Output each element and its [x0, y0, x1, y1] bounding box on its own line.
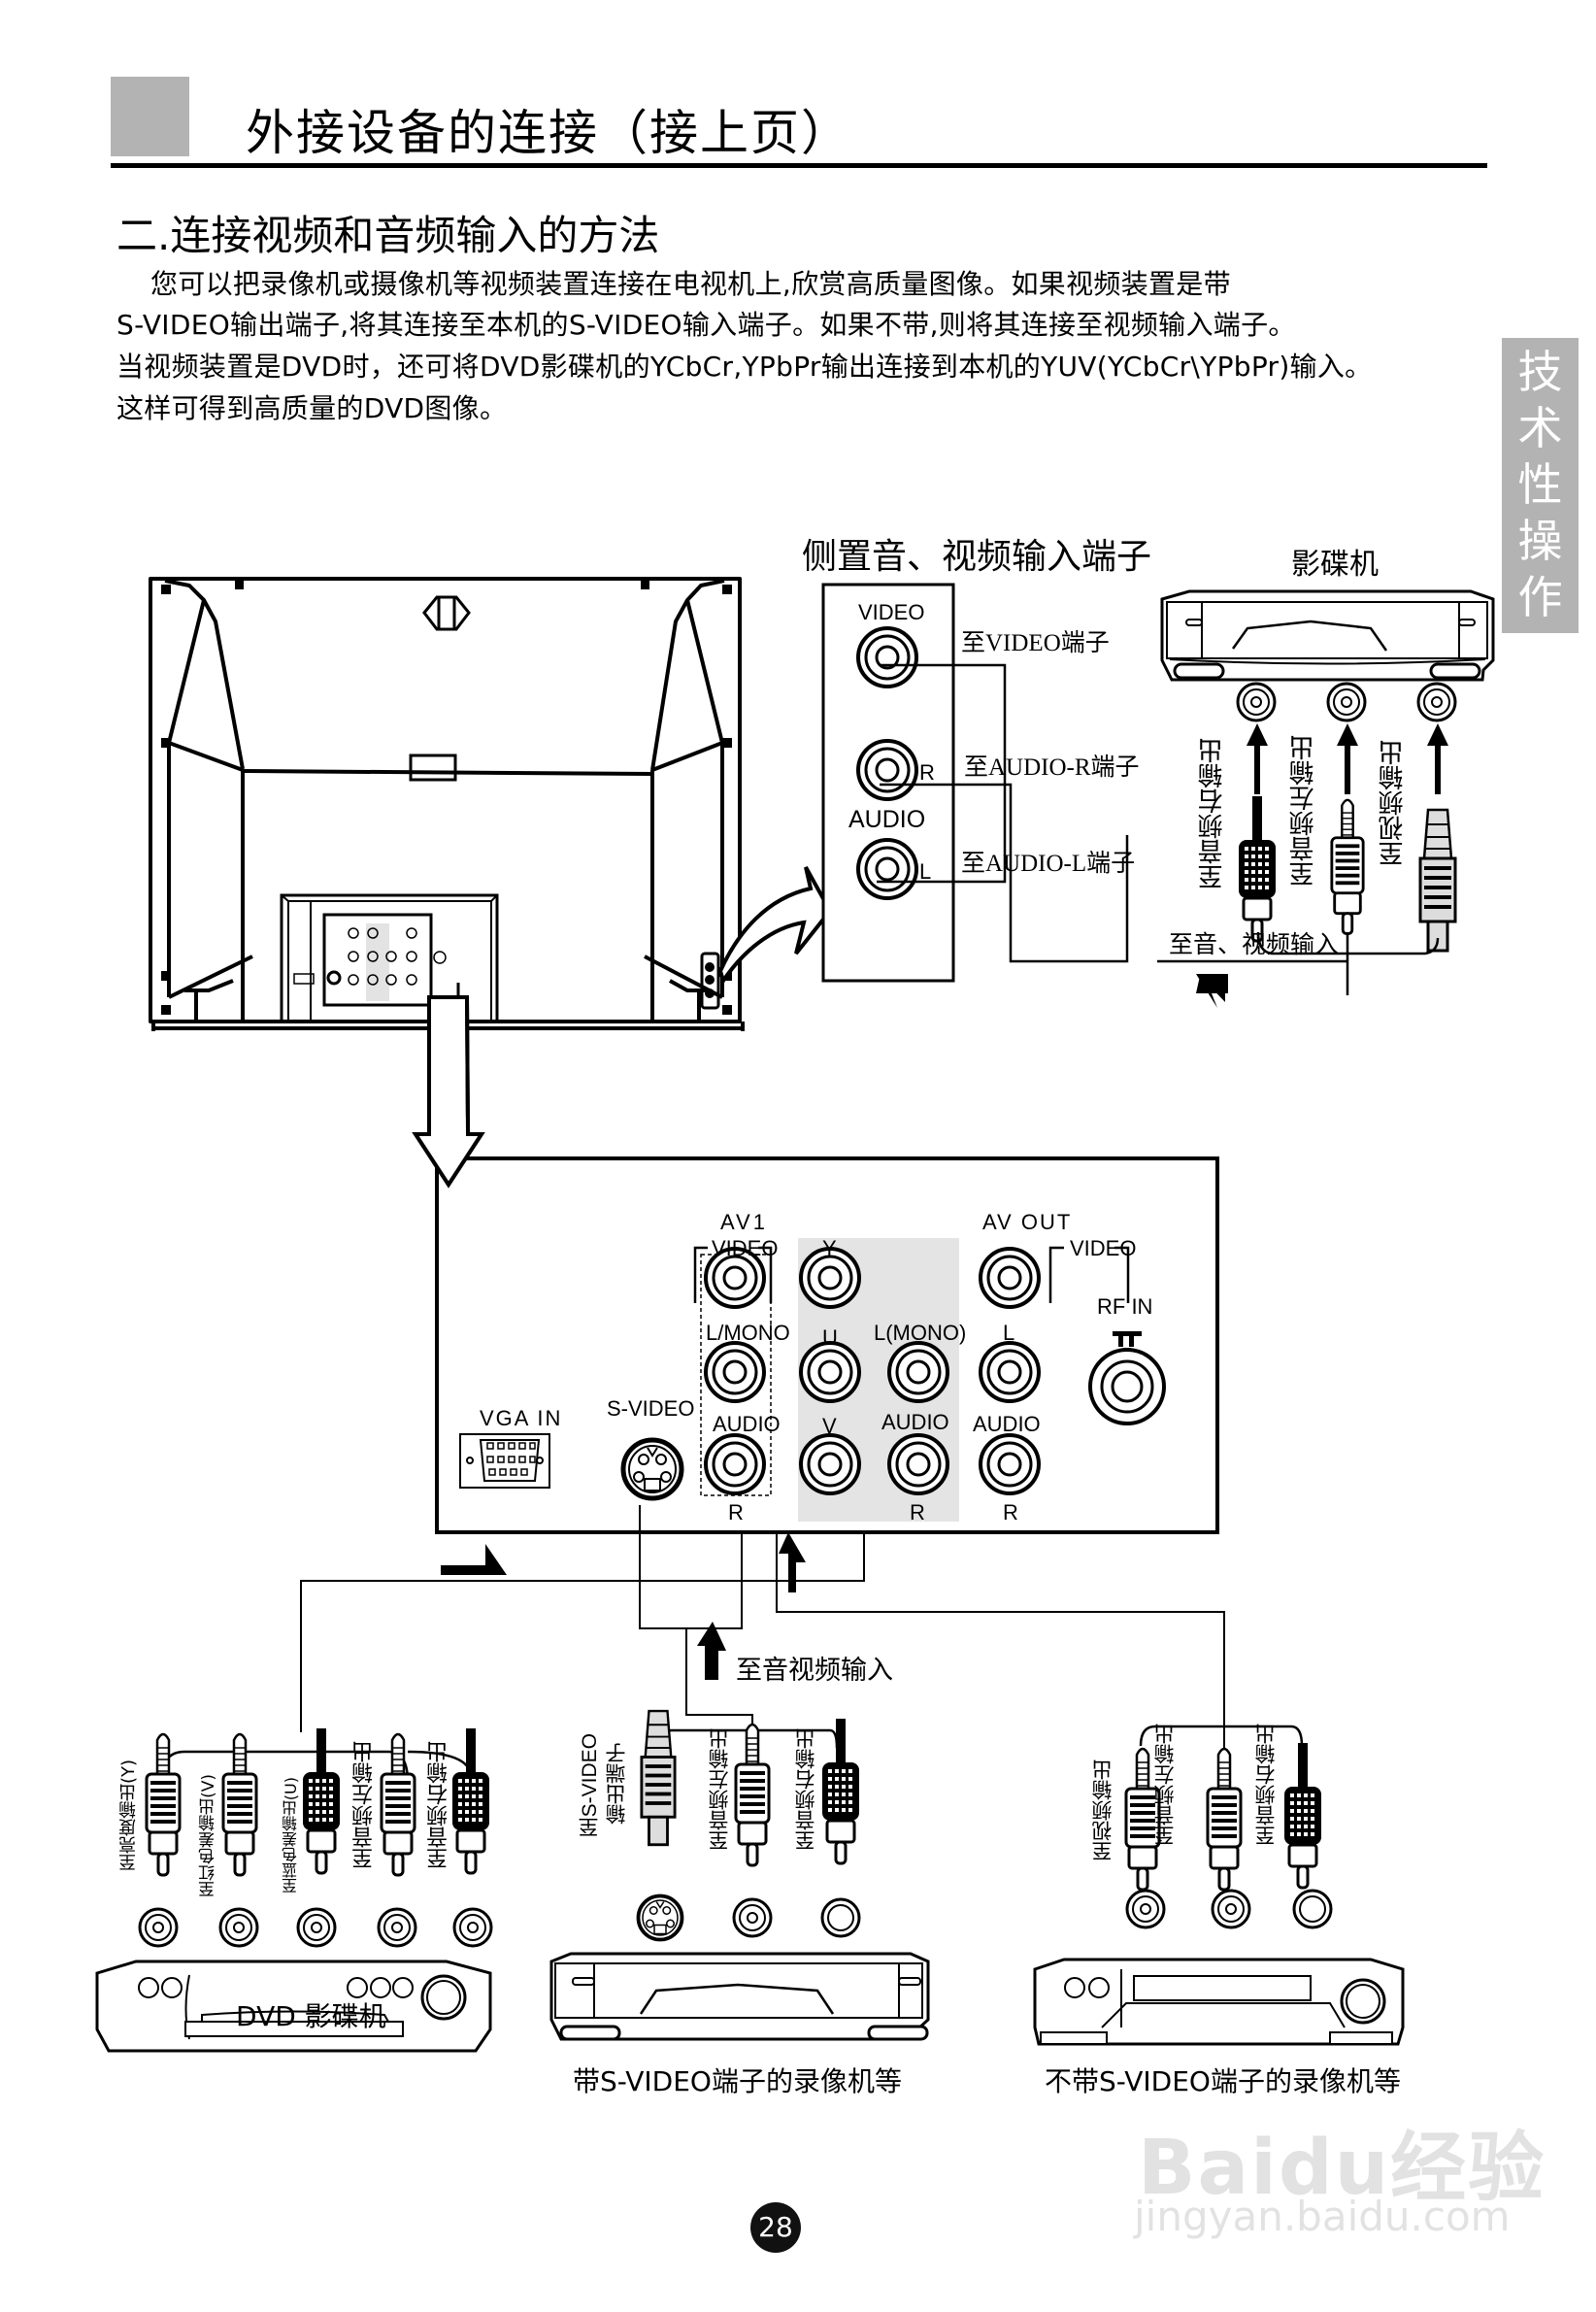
av-out-label: AV OUT	[982, 1210, 1073, 1234]
svideo-vcr	[549, 1952, 930, 2041]
av1-label: AV1	[720, 1210, 768, 1234]
dvd-player	[95, 1960, 492, 2053]
svideo-vcr-plugs	[640, 1709, 861, 1867]
dvd-plug-label-u: 至蓝色差输出(U)	[282, 1777, 300, 1894]
rf-in-label: RF IN	[1097, 1294, 1153, 1319]
paragraph-line-4: 这样可得到高质量的DVD图像。	[116, 392, 508, 424]
to-audio-r-terminal-label: 至AUDIO-R端子	[964, 754, 1140, 781]
paragraph-line-3: 当视频装置是DVD时，还可将DVD影碟机的YCbCr,YPbPr输出连接到本机的…	[116, 351, 1373, 383]
side-tab-char: 术	[1517, 402, 1563, 454]
av1-audio-label: AUDIO	[713, 1412, 781, 1436]
av-out-audio-label: AUDIO	[973, 1412, 1041, 1436]
rear-panel-box	[435, 1156, 1219, 1534]
tv-corner-screws	[161, 580, 732, 1015]
s-video-jack	[623, 1440, 682, 1498]
side-tab-char: 作	[1517, 571, 1563, 623]
side-input-title: 侧置音、视频输入端子	[802, 537, 1152, 577]
side-tab-char: 技	[1517, 346, 1563, 398]
side-audio-label: AUDIO	[848, 806, 926, 833]
av1-r-label: R	[728, 1500, 744, 1525]
dvd-plug-label-audio-left: 至音频左输出	[352, 1741, 377, 1869]
header-square	[111, 77, 189, 156]
svideo-plug-label-line1: 至S-VIDEO	[579, 1733, 601, 1838]
side-l-label: L	[919, 859, 932, 884]
side-r-label: R	[919, 760, 935, 785]
dvd-plug-label-audio-right: 至音频右输出	[427, 1741, 451, 1869]
s-video-label: S-VIDEO	[607, 1396, 695, 1421]
v-label: V	[822, 1414, 837, 1438]
plug-label-audio-left: 至音频左输出	[1289, 735, 1318, 887]
direction-arrows	[441, 1532, 806, 1680]
header-rule	[111, 163, 1487, 168]
plain-vcr-label: 不带S-VIDEO端子的录像机等	[1045, 2065, 1401, 2097]
dvd-plug-label-v: 至红色差输出(V)	[199, 1774, 218, 1897]
up-arrows-top	[1247, 723, 1448, 794]
paragraph-line-2: S-VIDEO输出端子,将其连接至本机的S-VIDEO输入端子。如果不带,则将其…	[116, 309, 1296, 341]
plug-label-audio-right: 至音频右输出	[1198, 738, 1227, 889]
av1-video-label: VIDEO	[712, 1236, 779, 1260]
to-video-terminal-label: 至VIDEO端子	[961, 630, 1110, 656]
plain-vcr-plug-label-video: 至视频输出	[1091, 1759, 1114, 1861]
to-av-input-label: 至音、视频输入	[1169, 930, 1340, 958]
tv-side-ports	[705, 962, 715, 998]
to-av-input-middle-label: 至音视频输入	[736, 1656, 893, 1686]
yuv-r-label: R	[910, 1500, 925, 1525]
side-input-connection-lines	[877, 663, 1129, 963]
plain-vcr	[1033, 1958, 1405, 2046]
plain-vcr-plug-label-audio-left: 至音频左输出	[1153, 1724, 1177, 1846]
l-mono-2-label: L(MONO)	[874, 1321, 967, 1345]
tv-mini-rear-panel	[293, 923, 447, 1001]
top-disc-player	[1160, 589, 1495, 682]
plug-audio-right-top	[1237, 794, 1278, 943]
vga-in-label: VGA IN	[480, 1406, 563, 1430]
plain-vcr-output-jacks	[1125, 1889, 1333, 1929]
yuv-audio-label: AUDIO	[881, 1410, 949, 1434]
dvd-plug-label-y: 至亮度输出(Y)	[118, 1759, 139, 1872]
rf-in-jack	[1088, 1331, 1166, 1425]
svideo-plug-label-line2: 输出端子	[605, 1743, 628, 1825]
side-video-label: VIDEO	[858, 600, 925, 624]
svideo-vcr-label: 带S-VIDEO端子的录像机等	[573, 2065, 902, 2097]
u-label: U	[822, 1325, 838, 1350]
disc-player-label: 影碟机	[1291, 548, 1379, 582]
l-mono-label: L/MONO	[706, 1321, 790, 1345]
side-tab-technical-operation[interactable]: 技 术 性 操 作	[1502, 338, 1579, 633]
y-label: Y	[822, 1236, 837, 1260]
paragraph-line-1: 您可以把录像机或摄像机等视频装置连接在电视机上,欣赏高质量图像。如果视频装置是带	[150, 268, 1231, 300]
baidu-watermark-url: jingyan.baidu.com	[1134, 2193, 1511, 2240]
page-title: 外接设备的连接（接上页）	[246, 105, 851, 161]
vga-in-connector	[459, 1433, 550, 1489]
plug-label-video: 至视频输出	[1379, 740, 1408, 866]
svideo-vcr-plug-label-audio-left: 至音频左输出	[708, 1728, 731, 1851]
tv-rear-illustration	[149, 577, 745, 1031]
av-out-video-label: VIDEO	[1070, 1236, 1137, 1260]
curved-arrow	[717, 866, 833, 986]
baidu-watermark-logo: Baidu经验	[1138, 2125, 1546, 2212]
plain-vcr-plug-label-audio-right: 至音频右输出	[1254, 1724, 1278, 1846]
svideo-vcr-output-jacks	[636, 1893, 861, 1942]
to-audio-l-terminal-label: 至AUDIO-L端子	[961, 851, 1136, 877]
dvd-output-jacks	[138, 1907, 493, 1948]
side-tab-char: 操	[1517, 515, 1563, 567]
dvd-player-label: DVD 影碟机	[236, 2000, 386, 2032]
page-number-badge: 28	[750, 2202, 801, 2253]
section-heading: 二.连接视频和音频输入的方法	[116, 212, 660, 259]
side-tab-char: 性	[1517, 458, 1563, 511]
av-out-l-label: L	[1003, 1321, 1015, 1345]
av-out-r-label: R	[1003, 1500, 1018, 1525]
svideo-vcr-plug-label-audio-right: 至音频右输出	[794, 1728, 817, 1851]
